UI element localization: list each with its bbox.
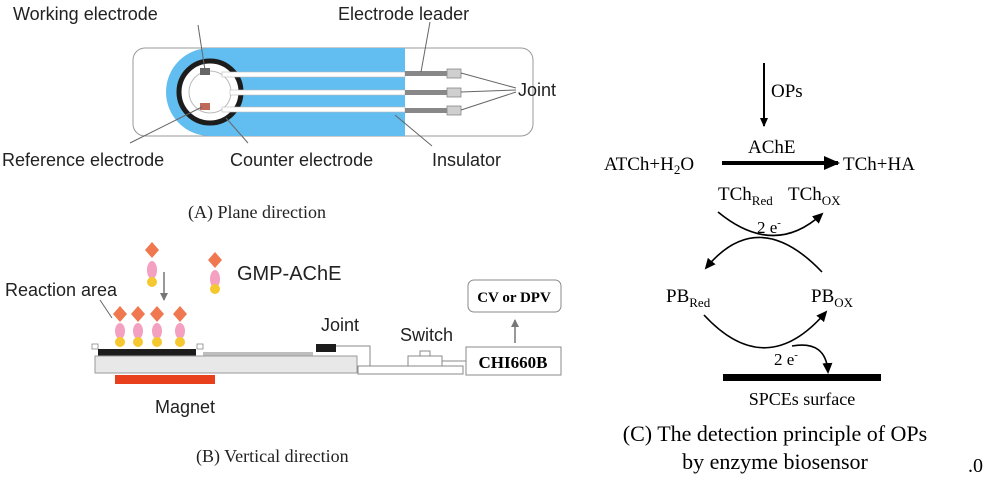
label-reactant: ATCh+H2O	[604, 154, 694, 177]
label-chi660b: CHI660B	[479, 353, 548, 372]
chi660b-box	[465, 346, 562, 376]
panel-a-leader-lines	[129, 21, 517, 147]
joint-block	[316, 344, 336, 352]
joint-pad-1	[446, 68, 462, 79]
label-gmp-ache: GMP-AChE	[237, 263, 341, 285]
joint-pad-2	[446, 87, 462, 98]
electrode-trace-2	[229, 89, 406, 96]
board-corner-left	[91, 343, 99, 350]
pb-oxidation-arrow	[703, 310, 828, 349]
caption-c-line2: by enzyme biosensor	[682, 449, 868, 474]
panel-b-vertical-view: GMP-AChE Reaction area	[5, 242, 562, 467]
probe-icon-falling	[145, 242, 159, 287]
reaction-area-leader	[99, 299, 113, 319]
label-ache: AChE	[748, 137, 796, 158]
label-tch-red: TChRed	[718, 184, 773, 208]
electrode-trace-1	[221, 71, 406, 78]
label-insulator: Insulator	[432, 150, 501, 170]
connector-plate	[357, 365, 464, 375]
bound-probes	[113, 306, 187, 347]
label-electrode-leader: Electrode leader	[338, 4, 469, 24]
label-tch-ox: TChOX	[788, 184, 841, 208]
label-magnet: Magnet	[155, 397, 215, 417]
lead-3	[405, 108, 447, 113]
caption-c-line1: (C) The detection principle of OPs	[623, 421, 927, 446]
switch-body	[407, 355, 443, 367]
lead-1	[405, 71, 447, 76]
working-electrode-pad	[200, 68, 210, 75]
label-switch: Switch	[400, 325, 453, 345]
switch-toggle	[419, 350, 431, 357]
label-product: TCh+HA	[843, 154, 915, 175]
panel-c-detection-principle: OPs AChE ATCh+H2O TCh+HA TChRed TChOX 2 …	[604, 63, 927, 474]
caption-b: (B) Vertical direction	[196, 446, 349, 467]
magnet-bar	[115, 375, 215, 384]
label-working-electrode: Working electrode	[13, 4, 158, 24]
corner-mark: .0	[968, 455, 983, 477]
panel-a-plane-view: Working electrode Electrode leader Joint…	[2, 4, 556, 223]
label-pb-ox: PBOX	[811, 286, 854, 310]
label-reaction-area: Reaction area	[5, 280, 118, 300]
conductor-track	[203, 352, 313, 356]
label-joint-b: Joint	[321, 315, 359, 335]
electrode-trace-3	[221, 106, 406, 113]
tch-oxidation-arrow	[717, 211, 824, 237]
joint-wire	[336, 345, 371, 366]
reference-electrode-pad	[200, 103, 210, 110]
caption-a: (A) Plane direction	[188, 202, 326, 223]
electron-transfer-arrow	[791, 344, 833, 374]
label-joint-a: Joint	[518, 80, 556, 100]
board-corner-right	[196, 343, 204, 350]
working-electrode-layer	[98, 349, 196, 356]
label-2e-top: 2 e-	[757, 217, 781, 237]
cv-dpv-box	[467, 279, 562, 313]
label-reference-electrode: Reference electrode	[2, 150, 164, 170]
lead-2	[405, 90, 447, 95]
label-counter-electrode: Counter electrode	[230, 150, 373, 170]
probe-icon-legend	[208, 252, 222, 294]
label-2e-bottom: 2 e-	[774, 349, 798, 369]
substrate-board	[94, 355, 358, 374]
label-cv-dpv: CV or DPV	[477, 290, 551, 306]
label-ops: OPs	[771, 81, 803, 102]
joint-pad-3	[446, 105, 462, 116]
label-pb-red: PBRed	[666, 286, 711, 310]
pb-reduction-arrow	[704, 236, 823, 273]
label-spces-surface: SPCEs surface	[749, 389, 856, 409]
spces-surface-bar	[723, 374, 881, 381]
